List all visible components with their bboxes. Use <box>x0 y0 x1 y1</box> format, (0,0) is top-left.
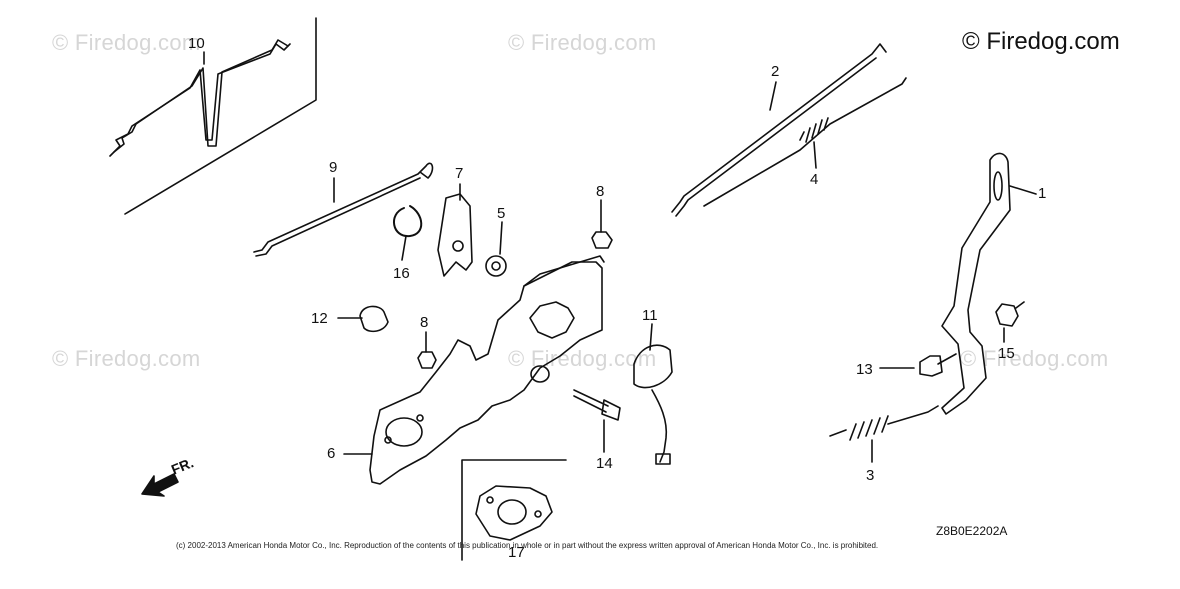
callout-12: 12 <box>311 310 328 327</box>
part-10-rod <box>113 39 289 153</box>
part-1-slot <box>993 171 1003 201</box>
part-7-hole <box>452 240 464 252</box>
part-11-switch <box>633 344 673 389</box>
leader-line <box>1009 185 1037 195</box>
leader-line <box>769 81 777 111</box>
callout-17: 17 <box>508 544 525 561</box>
copyright-notice: (c) 2002-2013 American Honda Motor Co., … <box>176 541 879 550</box>
part-11-wire <box>651 389 668 463</box>
callout-15: 15 <box>998 345 1015 362</box>
frame-line <box>124 17 317 215</box>
callout-5: 5 <box>497 205 506 222</box>
diagram-code: Z8B0E2202A <box>936 524 1008 538</box>
leader-line <box>499 221 503 255</box>
part-10-rod <box>109 43 291 157</box>
callout-14: 14 <box>596 455 613 472</box>
callout-10: 10 <box>188 35 205 52</box>
part-6-cutout <box>529 301 575 339</box>
part-8-nut <box>591 231 613 249</box>
callout-6: 6 <box>327 445 336 462</box>
watermark: © Firedog.com <box>52 346 201 371</box>
callout-1: 1 <box>1038 185 1047 202</box>
callout-13: 13 <box>856 361 873 378</box>
part-14-washer <box>530 365 550 383</box>
callout-11: 11 <box>642 307 658 324</box>
watermark: © Firedog.com <box>508 346 657 371</box>
watermark: © Firedog.com <box>52 30 201 55</box>
part-9-rod <box>255 177 421 257</box>
frame-line <box>461 459 567 561</box>
part-8-nut <box>417 351 437 369</box>
leader-line <box>401 235 407 261</box>
callout-2: 2 <box>771 63 780 80</box>
part-16-clip <box>393 205 423 238</box>
callout-9: 9 <box>329 159 338 176</box>
callout-16: 16 <box>393 265 410 282</box>
callout-4: 4 <box>810 171 819 188</box>
part-12-clamp <box>359 305 389 333</box>
part-1-lever <box>941 152 1011 415</box>
callout-3: 3 <box>866 467 875 484</box>
part-6-plate <box>369 261 603 485</box>
part-14-bolt <box>573 395 607 413</box>
part-4-rod <box>703 77 907 207</box>
leader-line <box>649 323 653 351</box>
part-9-rod <box>253 162 434 253</box>
part-13-screw <box>919 355 943 377</box>
brand-watermark: © Firedog.com <box>962 28 1120 55</box>
part-6-hole <box>385 417 423 447</box>
callout-8-upper: 8 <box>596 183 605 200</box>
part-3-spring <box>829 405 939 441</box>
part-15-nut <box>995 303 1019 327</box>
watermark: © Firedog.com <box>508 30 657 55</box>
part-7-plate <box>437 193 473 277</box>
front-arrow-icon <box>141 473 179 497</box>
part-2-rod <box>671 43 887 213</box>
part-17-gasket <box>475 485 553 541</box>
callout-7: 7 <box>455 165 464 182</box>
part-4-spring <box>799 117 829 143</box>
leader-line <box>813 141 817 169</box>
part-5-washer <box>485 255 507 277</box>
callout-8-lower: 8 <box>420 314 429 331</box>
